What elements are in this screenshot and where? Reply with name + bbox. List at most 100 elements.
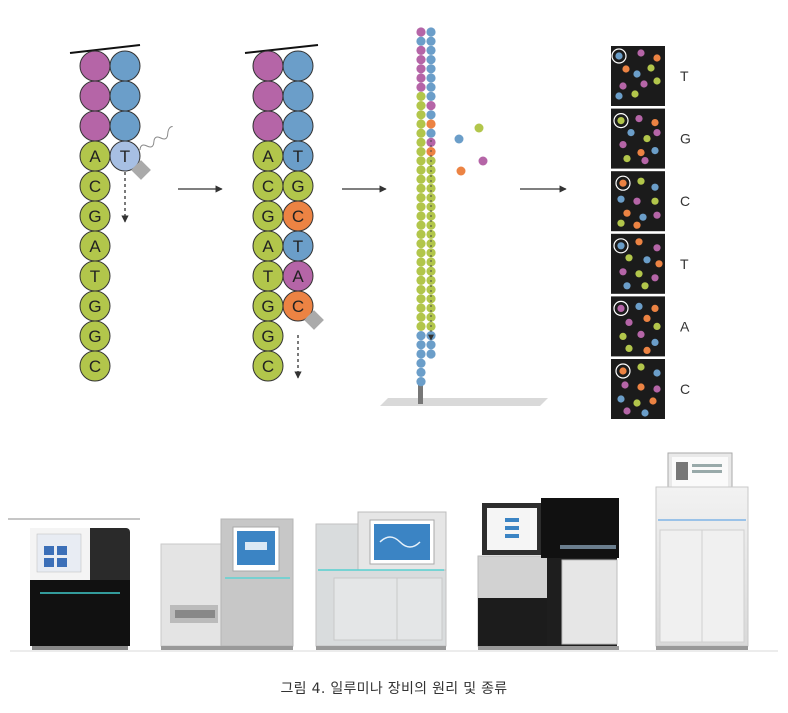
cluster-right-bead <box>426 174 436 184</box>
template-base: G <box>79 290 111 322</box>
template-base: C <box>252 170 284 202</box>
cluster-right-bead <box>426 36 436 46</box>
top-left-bead <box>252 110 284 142</box>
template-base: G <box>252 320 284 352</box>
incoming-base: T <box>109 140 141 172</box>
base-call-tile <box>611 233 665 294</box>
base-call-label: G <box>680 131 691 147</box>
base-call-label: A <box>680 318 690 334</box>
svg-text:G: G <box>291 177 304 196</box>
base-call-label: T <box>680 256 689 272</box>
svg-text:G: G <box>88 207 101 226</box>
cluster-left-bead <box>416 183 426 193</box>
cluster-left-bead <box>416 174 426 184</box>
cluster-left-bead <box>416 137 426 147</box>
svg-text:T: T <box>90 267 100 286</box>
cluster-right-bead <box>426 312 436 322</box>
svg-text:A: A <box>262 147 274 166</box>
top-right-bead <box>109 80 141 112</box>
cluster-right-bead <box>426 340 436 350</box>
cluster-left-bead <box>416 110 426 120</box>
surface-line <box>69 44 141 54</box>
cluster-left-bead <box>416 275 426 285</box>
highlight-ring <box>615 363 631 379</box>
cluster-right-bead <box>426 193 436 203</box>
top-left-bead <box>79 80 111 112</box>
base-call-tile <box>611 171 665 232</box>
cluster-left-bead <box>416 312 426 322</box>
cluster-left-bead <box>416 101 426 111</box>
cluster-left-bead <box>416 55 426 65</box>
cluster-right-bead <box>426 73 436 83</box>
cluster-left-bead <box>416 340 426 350</box>
cluster-right-bead <box>426 285 436 295</box>
figure-caption: 그림 4. 일루미나 장비의 원리 및 종류 <box>280 681 508 697</box>
svg-text:T: T <box>293 147 303 166</box>
cluster-right-bead <box>426 55 436 65</box>
base-call-tile <box>611 46 665 106</box>
top-right-bead <box>282 110 314 142</box>
top-left-bead <box>79 50 111 82</box>
instrument-5 <box>655 452 749 650</box>
incorporated-base: C <box>282 290 314 322</box>
cluster-right-bead <box>426 27 436 37</box>
cluster-right-bead <box>426 303 436 313</box>
highlight-ring <box>615 175 631 191</box>
svg-text:C: C <box>89 177 101 196</box>
cluster-left-bead <box>416 294 426 304</box>
svg-text:A: A <box>89 147 101 166</box>
cluster-left-bead <box>416 377 426 387</box>
cluster-right-bead <box>426 229 436 239</box>
free-nucleotide <box>474 123 484 133</box>
svg-text:T: T <box>293 237 303 256</box>
cluster-right-bead <box>426 137 436 147</box>
cluster-left-bead <box>416 119 426 129</box>
incorporated-base: G <box>282 170 314 202</box>
svg-text:T: T <box>120 147 130 166</box>
highlight-ring <box>613 300 629 316</box>
cluster-left-bead <box>416 220 426 230</box>
free-nucleotide <box>456 166 466 176</box>
cluster-right-bead <box>426 183 436 193</box>
cluster-right-bead <box>426 119 436 129</box>
highlight-ring <box>611 48 627 64</box>
svg-text:C: C <box>262 177 274 196</box>
svg-text:C: C <box>292 207 304 226</box>
free-nucleotide <box>454 134 464 144</box>
cluster-right-bead <box>426 294 436 304</box>
template-base: A <box>252 230 284 262</box>
cluster-right-bead <box>426 101 436 111</box>
cluster-right-bead <box>426 82 436 92</box>
fluorophore-squiggle <box>139 126 173 151</box>
cluster-right-bead <box>426 248 436 258</box>
svg-text:G: G <box>261 297 274 316</box>
template-base: A <box>79 230 111 262</box>
cluster-right-bead <box>426 128 436 138</box>
cluster-left-bead <box>416 45 426 56</box>
panel-3-cluster-strand <box>380 27 548 406</box>
base-call-label: T <box>680 68 689 84</box>
cluster-left-bead <box>416 211 426 221</box>
template-base: G <box>79 200 111 232</box>
cluster-left-bead <box>416 82 426 92</box>
cluster-left-bead <box>416 266 426 276</box>
template-base: G <box>79 320 111 352</box>
top-left-bead <box>79 110 111 142</box>
top-right-bead <box>109 110 141 142</box>
cluster-left-bead <box>416 349 426 359</box>
top-right-bead <box>282 50 314 82</box>
anchor-post <box>418 384 423 404</box>
svg-text:G: G <box>261 327 274 346</box>
svg-text:C: C <box>292 297 304 316</box>
highlight-ring <box>613 238 629 254</box>
cluster-left-bead <box>416 239 426 249</box>
svg-text:C: C <box>262 357 274 376</box>
svg-text:T: T <box>263 267 273 286</box>
cluster-left-bead <box>416 165 426 175</box>
top-left-bead <box>252 80 284 112</box>
cluster-left-bead <box>416 321 426 331</box>
cluster-left-bead <box>416 128 426 138</box>
